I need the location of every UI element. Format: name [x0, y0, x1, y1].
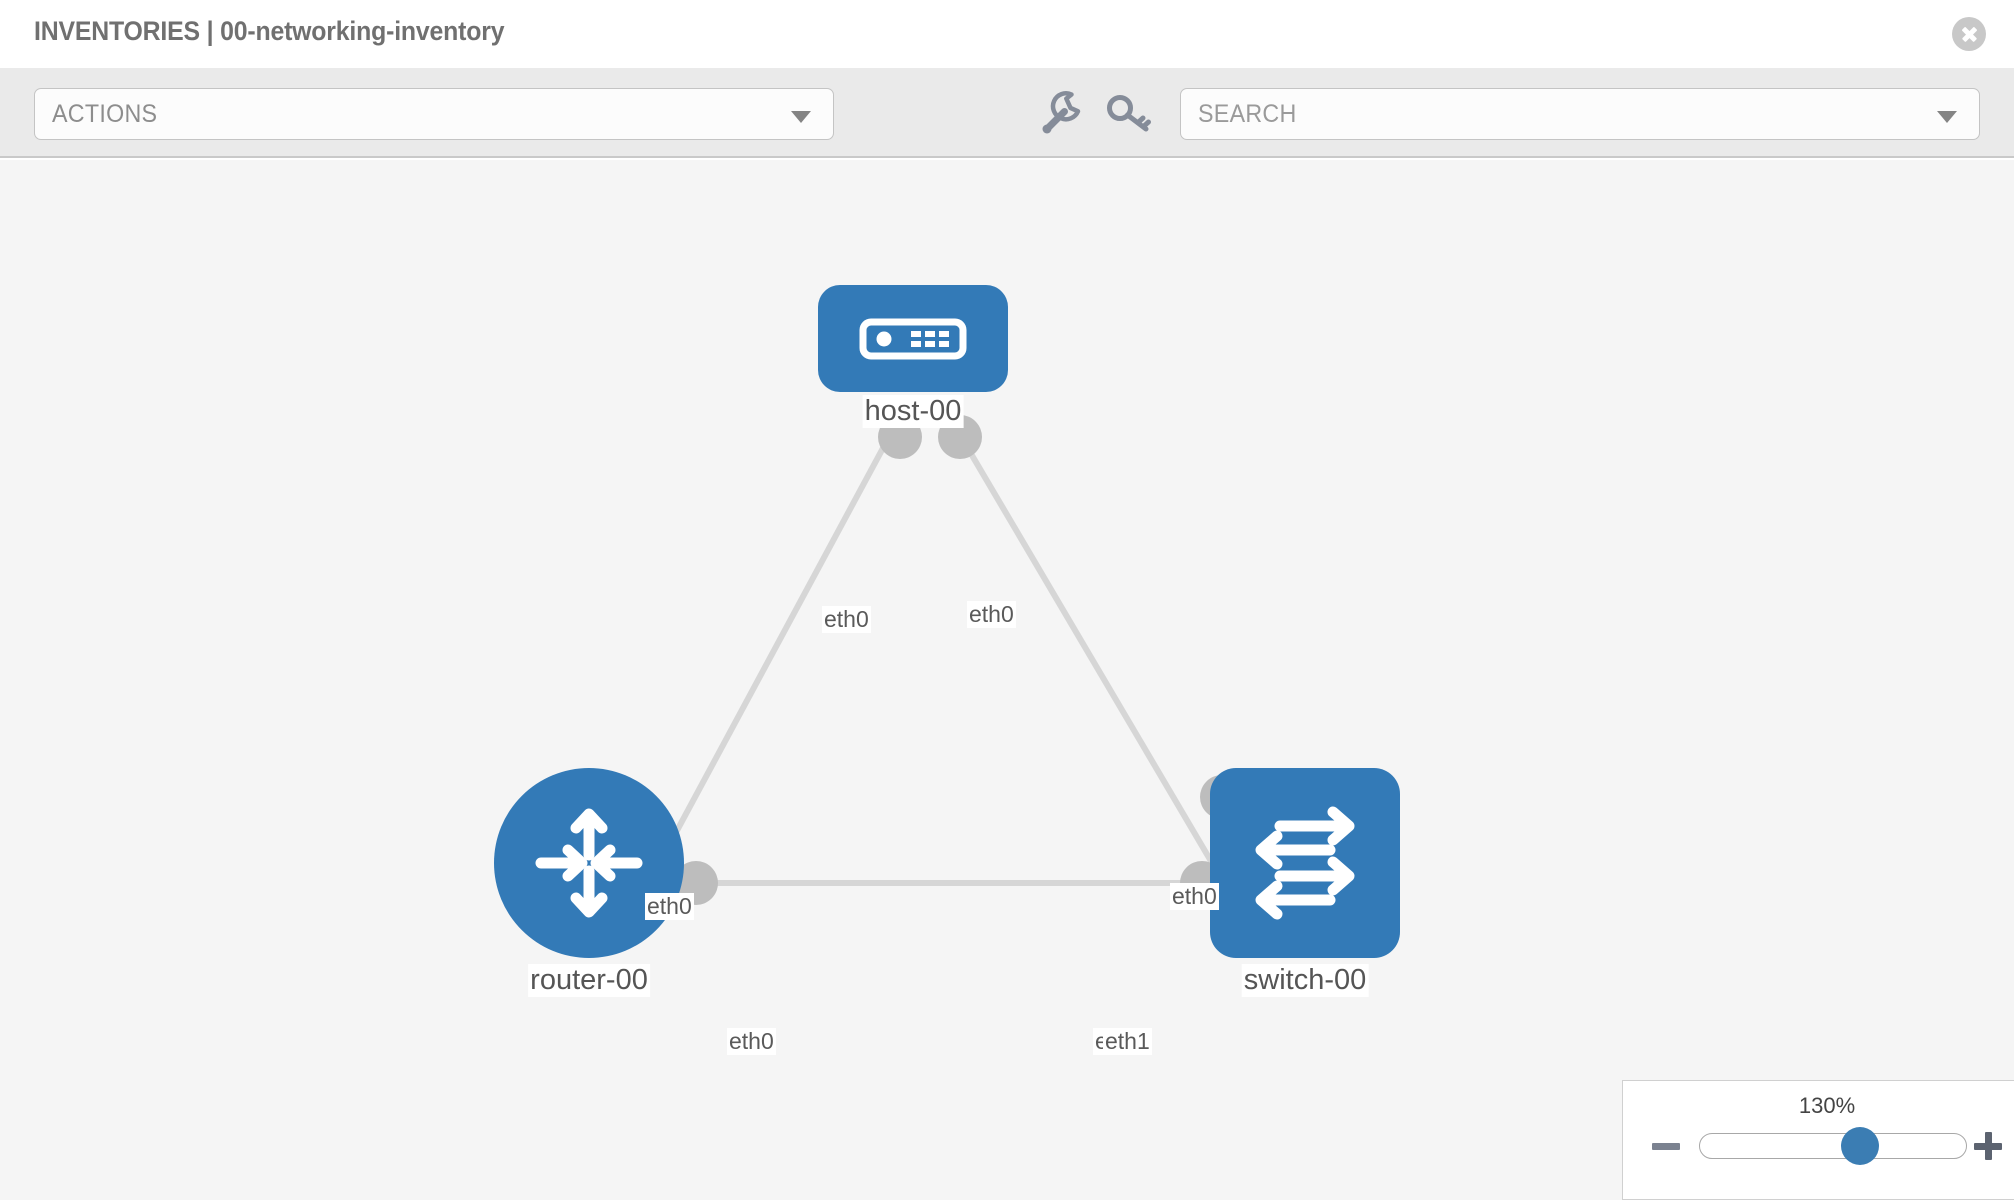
iface-label-switch-host: eth0 [1170, 883, 1219, 910]
link-host-switch[interactable] [957, 433, 1231, 892]
search-input[interactable]: SEARCH [1180, 88, 1980, 140]
switch-arrows-icon [1255, 806, 1355, 920]
topology-links [642, 433, 1231, 892]
zoom-slider-thumb[interactable] [1841, 1127, 1880, 1165]
wrench-icon[interactable] [1038, 88, 1086, 138]
node-host-shape[interactable] [818, 285, 1008, 392]
router-arrows-icon [535, 808, 643, 918]
close-icon[interactable] [1952, 17, 1986, 51]
key-icon[interactable] [1105, 88, 1153, 138]
iface-label-switch-eth1: eth1 [1103, 1028, 1152, 1055]
server-icon [859, 318, 967, 359]
iface-label-router-switch: eth0 [727, 1028, 776, 1055]
page-header: INVENTORIES | 00-networking-inventory [0, 0, 2014, 68]
chevron-down-icon[interactable] [1937, 111, 1957, 123]
link-host-router[interactable] [642, 433, 893, 892]
zoom-slider[interactable] [1699, 1127, 1967, 1165]
chevron-down-icon [791, 111, 811, 123]
zoom-in-button[interactable] [1971, 1129, 2005, 1163]
node-router-shape[interactable] [494, 768, 684, 958]
node-label-switch: switch-00 [1241, 964, 1369, 997]
node-label-router: router-00 [528, 964, 650, 997]
zoom-control-panel: 130% [1622, 1080, 2014, 1200]
zoom-out-button[interactable] [1649, 1129, 1683, 1163]
node-label-host: host-00 [862, 395, 964, 428]
search-placeholder: SEARCH [1198, 100, 1297, 128]
page-title: INVENTORIES | 00-networking-inventory [34, 16, 505, 46]
iface-label-host-router: eth0 [822, 606, 871, 633]
node-switch-shape[interactable] [1210, 768, 1400, 958]
actions-dropdown[interactable]: ACTIONS [34, 88, 834, 140]
iface-label-router-host: eth0 [645, 893, 694, 920]
zoom-level-label: 130% [1798, 1093, 1856, 1118]
topology-canvas[interactable]: host-00 [0, 160, 2014, 1200]
iface-label-host-switch: eth0 [967, 601, 1016, 628]
actions-dropdown-label: ACTIONS [52, 100, 158, 128]
